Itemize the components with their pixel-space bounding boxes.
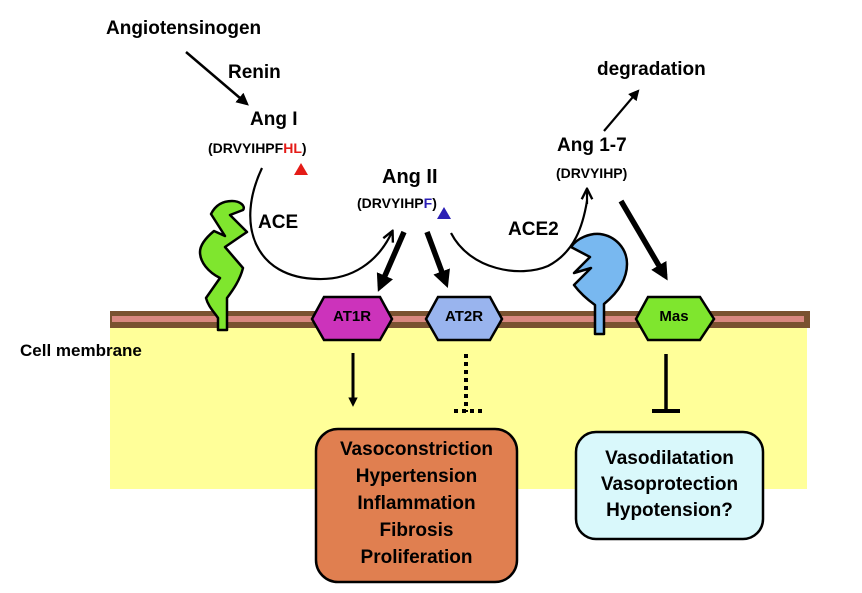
effect-item: Vasoconstriction bbox=[339, 439, 494, 460]
effect-item: Hypotension? bbox=[606, 500, 733, 521]
ang2-to-at2r-arrow bbox=[424, 231, 450, 288]
ang1-sequence-main: (DRVYIHPF bbox=[208, 140, 284, 156]
mas-receptor-icon bbox=[634, 295, 716, 342]
ace-label: ACE bbox=[258, 212, 299, 233]
ang17-to-mas-arrow bbox=[618, 199, 668, 281]
ang2-sequence: (DRVYIHPF) bbox=[357, 195, 437, 211]
at1r-effects-box bbox=[314, 427, 519, 584]
effect-item: Vasoprotection bbox=[600, 474, 739, 495]
effect-item: Hypertension bbox=[355, 466, 478, 487]
ang1-sequence-close: ) bbox=[301, 140, 307, 156]
at2r-label: AT2R bbox=[444, 308, 484, 325]
mas-effects-box bbox=[574, 430, 765, 541]
ace-conversion-arc bbox=[249, 167, 392, 281]
mas-label: Mas bbox=[659, 308, 689, 325]
ace-enzyme-icon bbox=[198, 199, 249, 332]
ang2-to-at1r-arrow bbox=[376, 230, 407, 292]
ace-cleavage-marker bbox=[294, 163, 308, 175]
at1r-receptor-icon bbox=[310, 295, 394, 342]
ang1-sequence-cleaved: HL bbox=[283, 140, 302, 156]
at1r-effects-list: Vasoconstriction Hypertension Inflammati… bbox=[316, 436, 517, 571]
ang2-sequence-main: (DRVYIHP bbox=[357, 195, 424, 211]
ace2-enzyme-icon bbox=[569, 232, 629, 336]
at2r-receptor-icon bbox=[424, 295, 504, 342]
effect-item: Inflammation bbox=[357, 493, 476, 514]
ang1-label: Ang I bbox=[250, 109, 298, 130]
ang1-sequence: (DRVYIHPFHL) bbox=[208, 140, 307, 156]
at1r-label: AT1R bbox=[332, 308, 372, 325]
ang2-sequence-close: ) bbox=[432, 195, 437, 211]
mas-effects-list: Vasodilatation Vasoprotection Hypotensio… bbox=[576, 446, 763, 524]
effect-item: Vasodilatation bbox=[605, 448, 734, 469]
renin-label: Renin bbox=[228, 62, 281, 83]
ang2-sequence-cleaved: F bbox=[423, 195, 433, 211]
effect-item: Proliferation bbox=[360, 547, 473, 568]
ace2-label: ACE2 bbox=[508, 219, 559, 240]
ang17-sequence: (DRVYIHP) bbox=[556, 165, 628, 181]
degradation-label: degradation bbox=[597, 59, 706, 80]
ang17-label: Ang 1-7 bbox=[557, 135, 627, 156]
degradation-arrow bbox=[603, 89, 640, 132]
cell-membrane-label: Cell membrane bbox=[20, 341, 142, 360]
effect-item: Fibrosis bbox=[379, 520, 454, 541]
ang2-label: Ang II bbox=[382, 166, 438, 188]
ace2-cleavage-marker bbox=[437, 207, 451, 219]
ace2-conversion-arc bbox=[450, 200, 589, 273]
angiotensinogen-label: Angiotensinogen bbox=[106, 18, 262, 39]
renin-arrow bbox=[185, 51, 249, 106]
